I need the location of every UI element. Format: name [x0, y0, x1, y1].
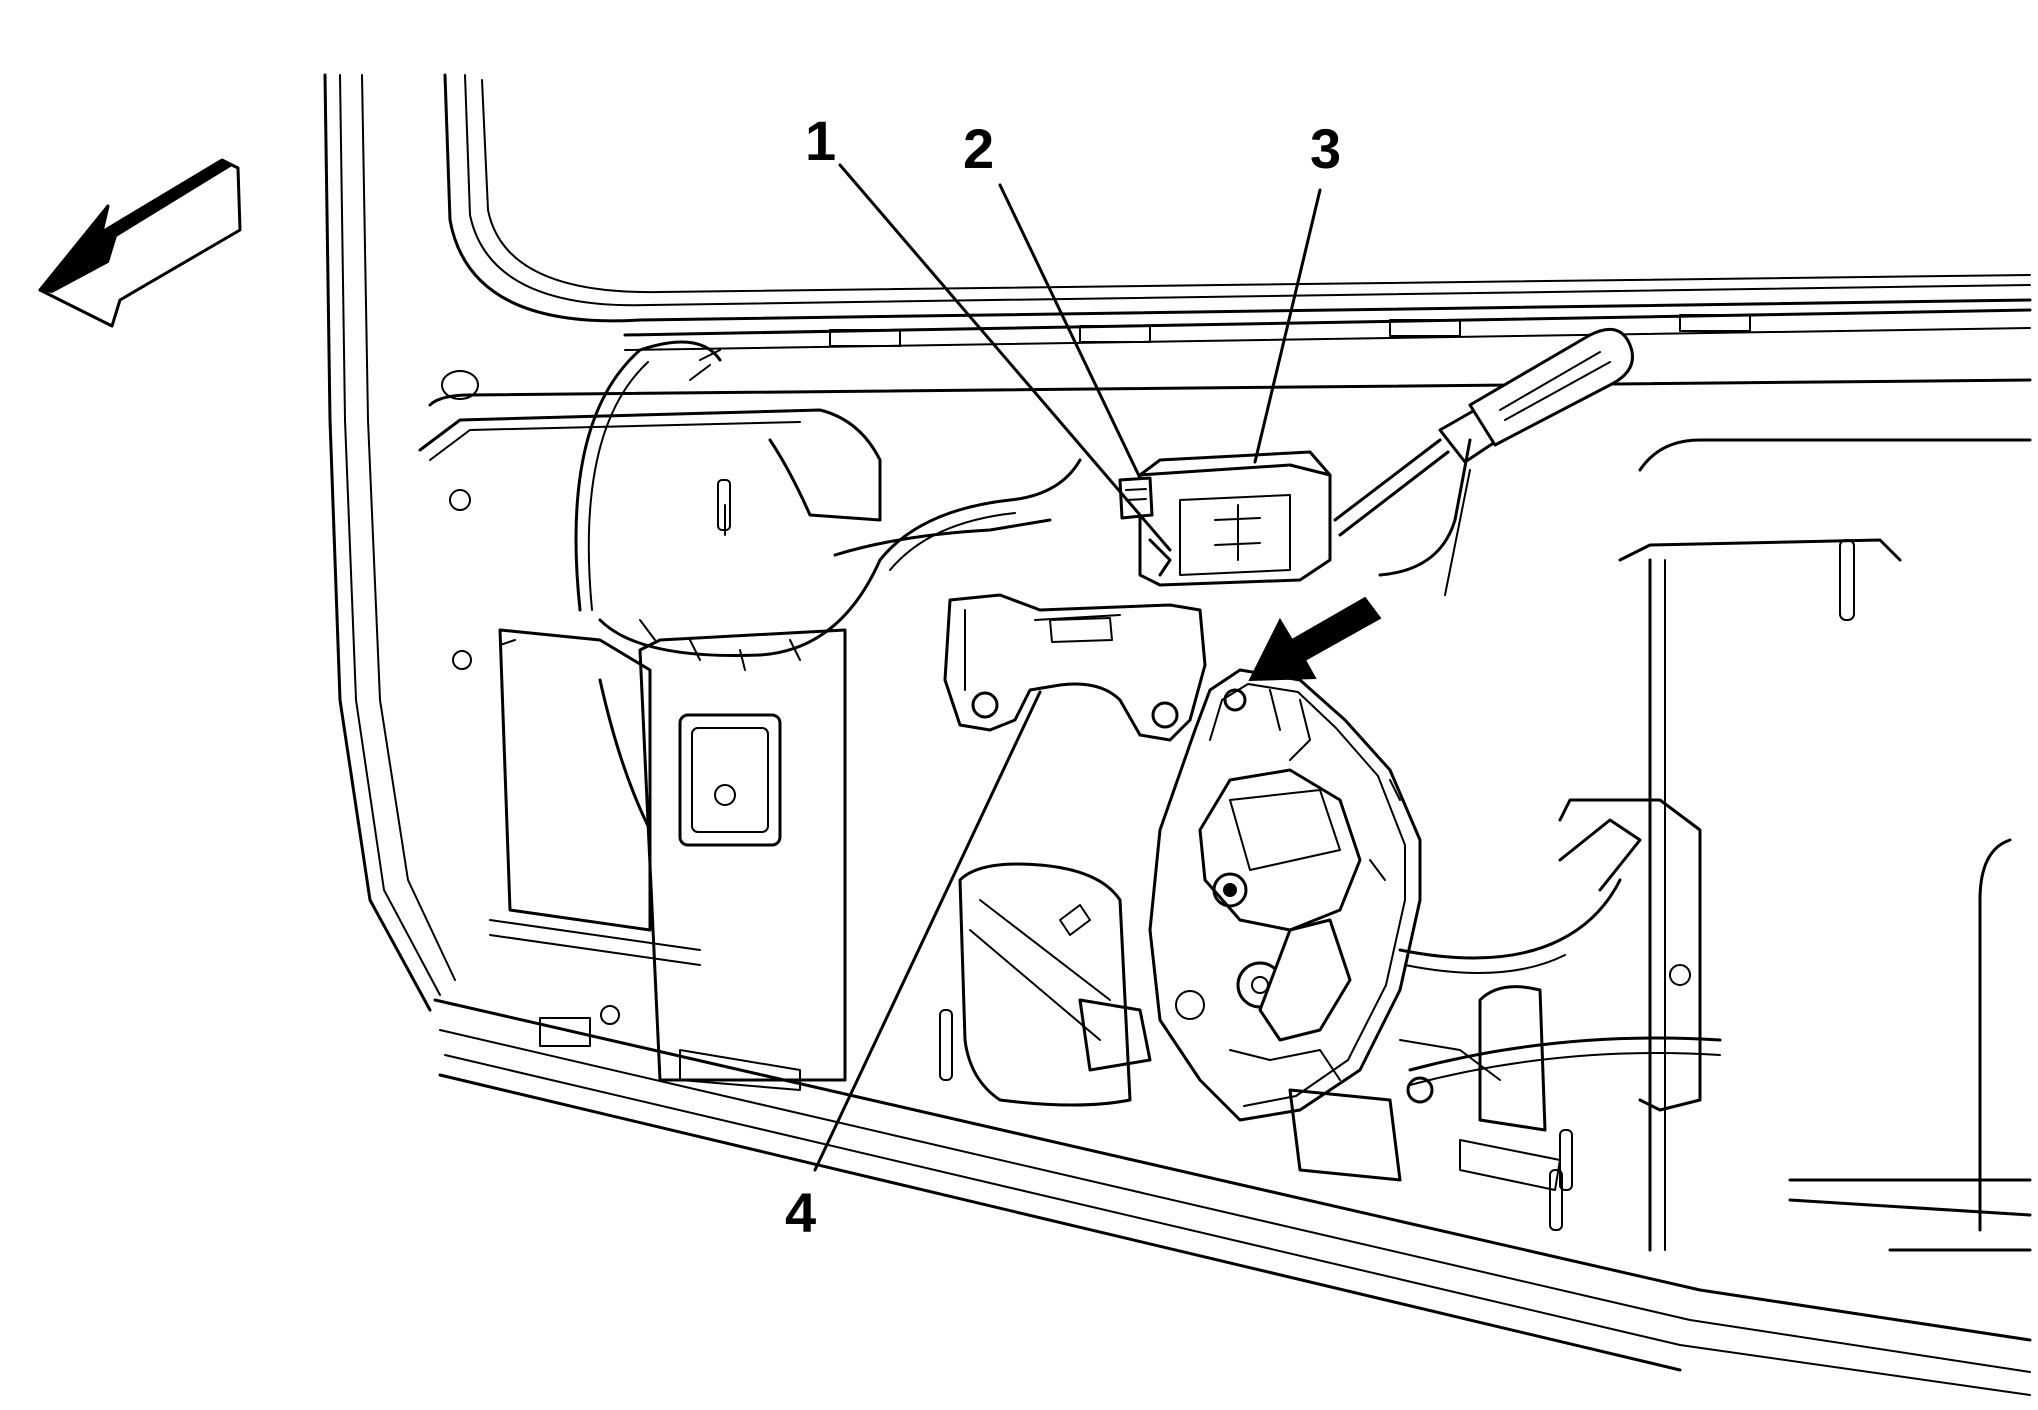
screwdriver	[1333, 327, 1634, 537]
lower-cutouts	[939, 862, 1563, 1231]
lock-module	[1138, 450, 1332, 587]
leader-line-3	[1253, 188, 1322, 464]
leader-line-1	[838, 163, 1172, 552]
module-connector	[1118, 476, 1172, 577]
wiring-harness-left	[574, 340, 1082, 832]
callout-2: 2	[963, 117, 994, 180]
lock-bracket	[943, 593, 1207, 742]
callout-labels: 1 2 3 4	[785, 109, 1341, 1244]
leader-lines	[813, 163, 1322, 1172]
callout-3: 3	[1310, 117, 1341, 180]
inner-panel-right	[1558, 438, 2032, 1252]
callout-4: 4	[785, 1181, 816, 1244]
door-frame	[323, 73, 2032, 1396]
leader-line-2	[998, 183, 1142, 480]
inner-panel-left	[418, 408, 882, 1091]
pointer-arrow	[1248, 596, 1382, 682]
wiring-harness-right	[1378, 438, 1722, 1086]
door-latch-assembly	[1148, 668, 1501, 1122]
direction-arrow	[38, 158, 242, 328]
leader-line-4	[813, 690, 1042, 1172]
callout-1: 1	[805, 109, 836, 172]
